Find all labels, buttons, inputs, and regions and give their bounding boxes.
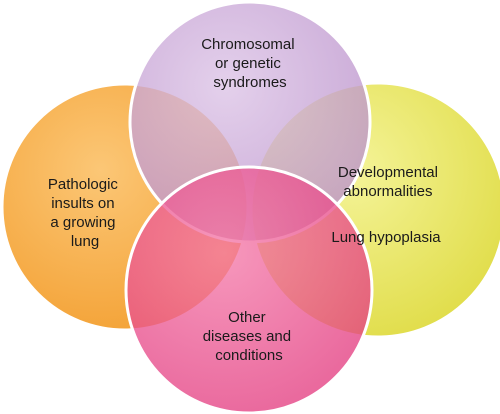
label-chromosomal-line: syndromes <box>213 74 286 91</box>
label-other-line: conditions <box>215 347 283 364</box>
label-other-line: diseases and <box>203 328 291 345</box>
label-pathologic-line: lung <box>71 233 99 250</box>
label-pathologic-line: a growing <box>50 214 115 231</box>
label-chromosomal: Chromosomal or genetic syndromes <box>201 36 299 91</box>
label-chromosomal-line: Chromosomal <box>201 36 294 53</box>
label-other: Other diseases and conditions <box>203 309 296 364</box>
label-developmental-line: Lung hypoplasia <box>331 229 441 246</box>
label-other-line: Other <box>228 309 266 326</box>
label-pathologic-line: insults on <box>51 195 114 212</box>
label-developmental-line: abnormalities <box>343 183 432 200</box>
label-developmental: Developmental abnormalities Lung hypopla… <box>331 164 442 246</box>
label-pathologic-line: Pathologic <box>48 176 119 193</box>
circle-other <box>124 165 374 414</box>
label-developmental-line: Developmental <box>338 164 438 181</box>
label-chromosomal-line: or genetic <box>215 55 281 72</box>
label-pathologic: Pathologic insults on a growing lung <box>48 176 122 250</box>
